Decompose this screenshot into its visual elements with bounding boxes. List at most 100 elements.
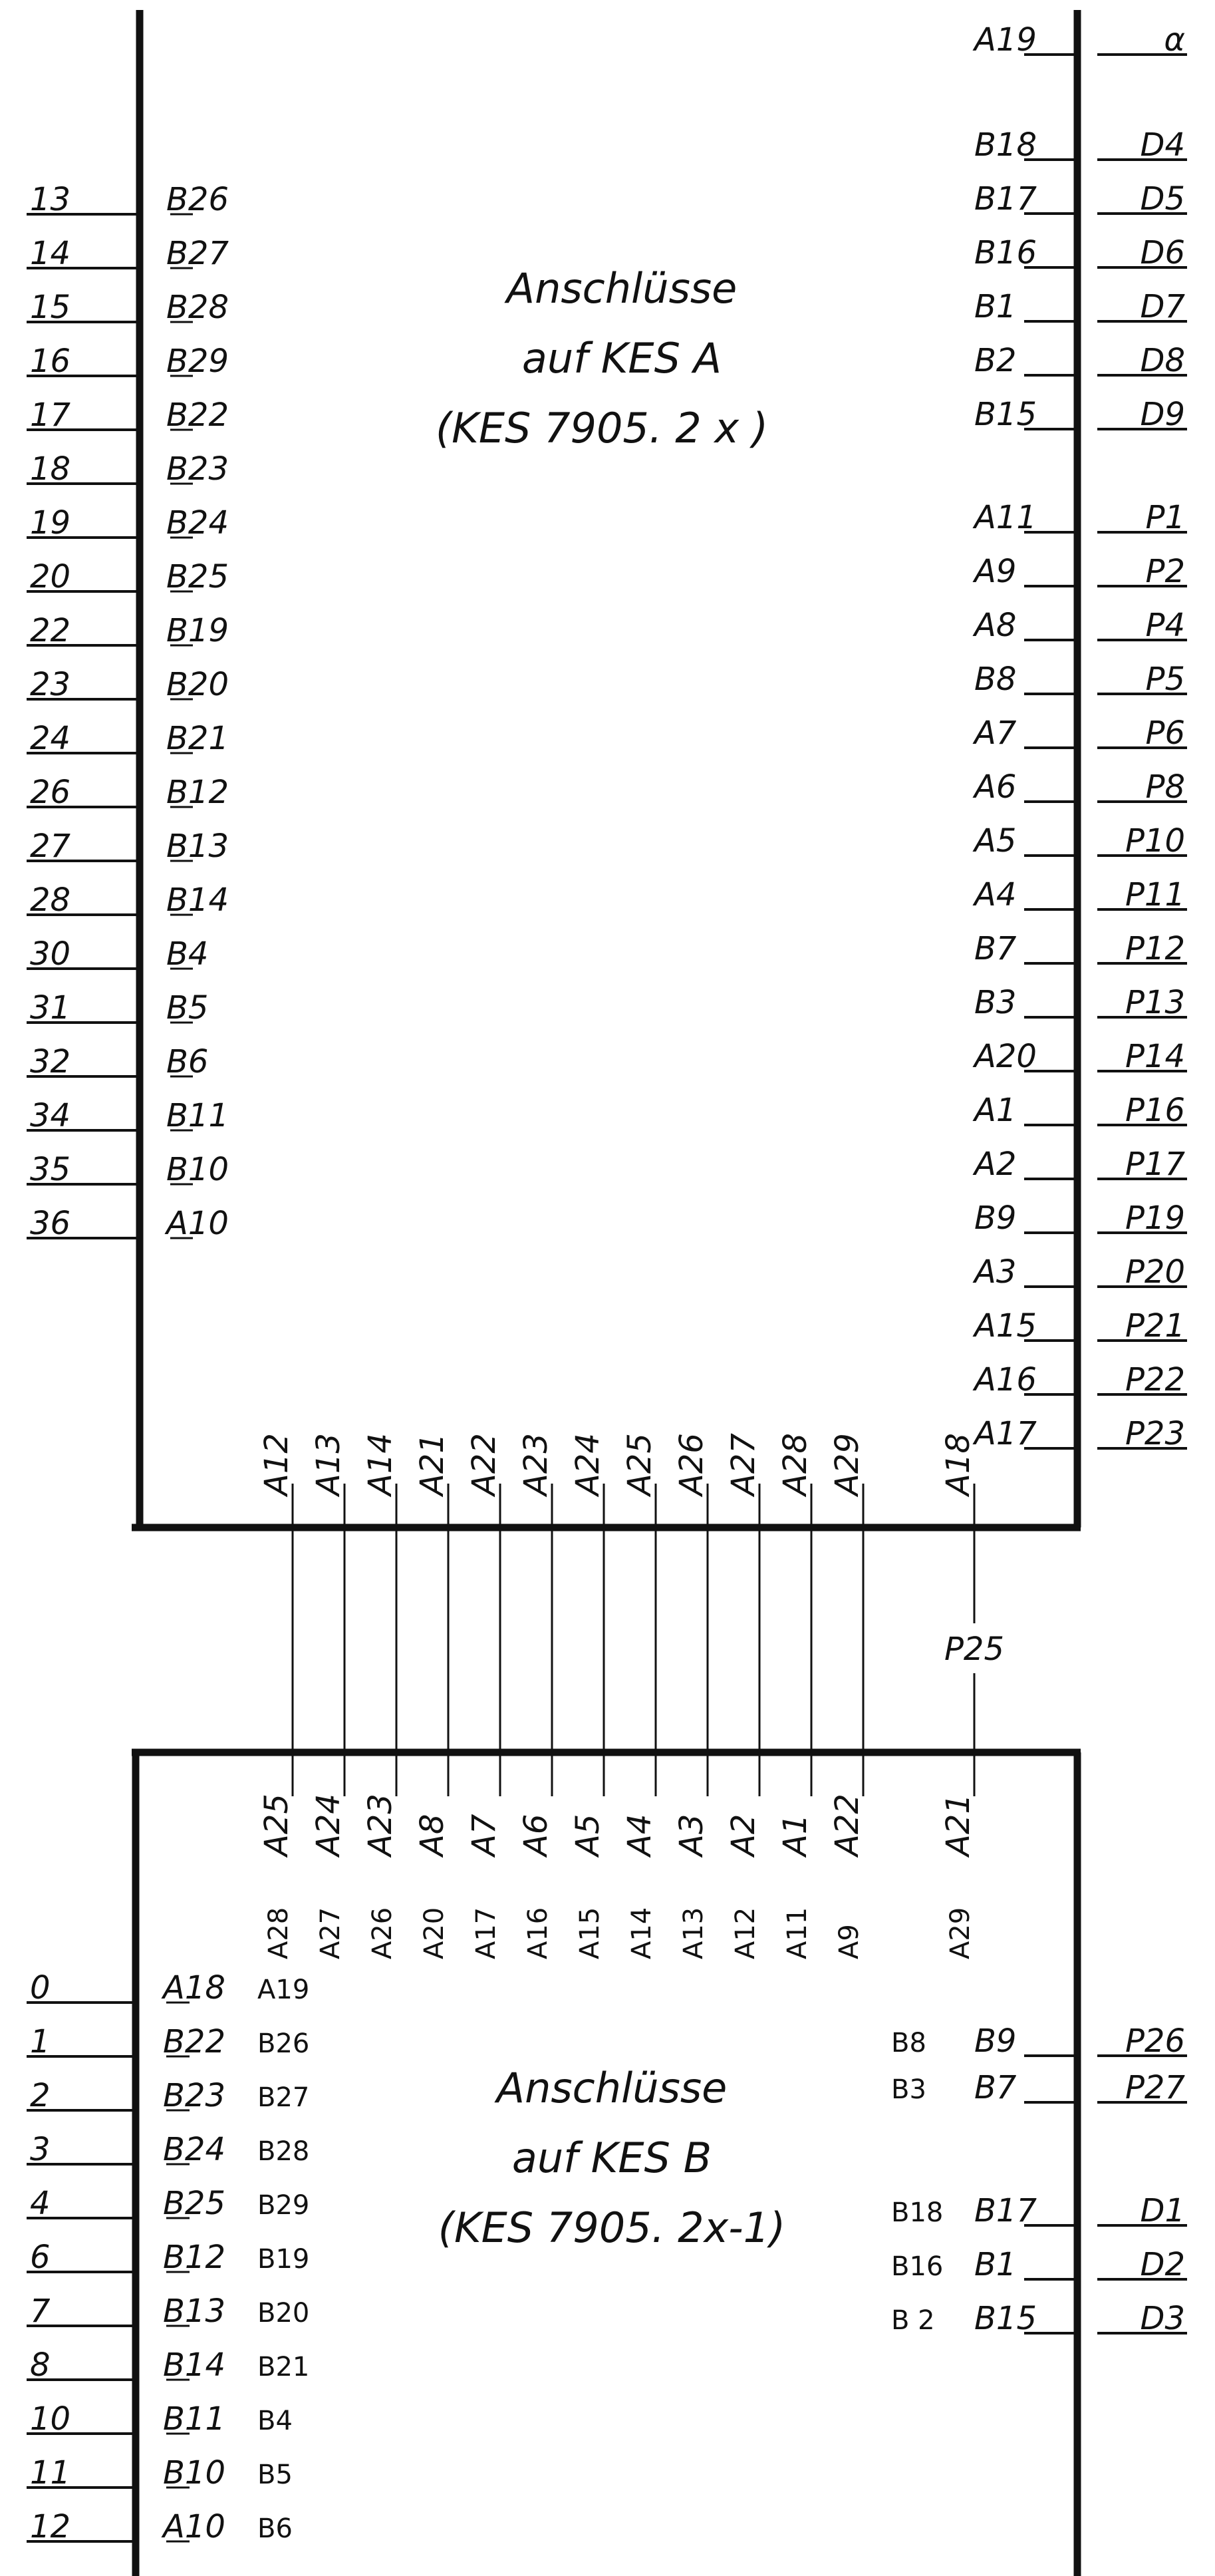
signal-label: P10	[1125, 822, 1185, 860]
left-terminal-number: 35	[30, 1151, 70, 1188]
signal-label: P1	[1146, 499, 1185, 536]
board-b-top-alt-pin-label: A13	[678, 1907, 709, 1959]
signal-label: D7	[1141, 288, 1186, 325]
board-b-top-alt-pin-label: A14	[626, 1907, 657, 1959]
board-b-top-alt-pin-label: A12	[730, 1907, 761, 1959]
board-a-pin-label: A10	[164, 1205, 229, 1242]
signal-label: P21	[1125, 1307, 1185, 1345]
board-b-alt-pin-label: B5	[257, 2460, 293, 2490]
board-b-pin-label: B23	[163, 2077, 225, 2114]
board-a-pin-label: B10	[166, 1151, 229, 1188]
board-a-pin-label: B4	[166, 935, 208, 973]
board-b-top-pin-label: A24	[310, 1794, 347, 1858]
board-b-top-pin-label: A2	[725, 1814, 762, 1858]
board-b-alt-pin-label: B16	[891, 2251, 943, 2282]
board-a-pin-label: B9	[974, 1200, 1016, 1237]
board-a-pin-label: A15	[972, 1307, 1037, 1345]
signal-label: D4	[1141, 126, 1186, 164]
board-b-pin-label: B25	[163, 2185, 225, 2222]
board-b-top-alt-pin-label: A28	[263, 1907, 294, 1959]
board-b-top-alt-pin-label: A15	[575, 1907, 605, 1959]
board-b-alt-pin-label: B18	[891, 2197, 943, 2228]
board-a-pin-label: B23	[166, 450, 229, 488]
board-b-pin-label: B14	[163, 2346, 225, 2384]
board-b-alt-pin-label: B8	[891, 2028, 926, 2058]
signal-label: P23	[1125, 1415, 1185, 1452]
board-a-pin-label: B18	[974, 126, 1037, 164]
signal-label: D9	[1141, 396, 1186, 433]
board-a-bottom-pin-label: A18	[940, 1433, 977, 1498]
left-terminal-number: 31	[30, 989, 70, 1027]
left-terminal-number: 22	[30, 612, 70, 649]
left-terminal-number: 28	[30, 882, 70, 919]
left-terminal-number: 18	[30, 450, 70, 488]
signal-label: P26	[1125, 2022, 1185, 2060]
left-terminal-number: 6	[30, 2239, 51, 2276]
signal-label: P27	[1125, 2069, 1185, 2106]
board-b-top-pin-label: A1	[777, 1814, 814, 1858]
board-a-pin-label: B12	[166, 774, 229, 811]
board-b-top-pin-label: A25	[258, 1794, 295, 1858]
left-terminal-number: 1	[30, 2023, 51, 2060]
signal-label: D8	[1141, 342, 1186, 379]
left-terminal-number: 23	[30, 666, 70, 703]
board-a-pin-label: B26	[166, 181, 229, 218]
board-a-pin-label: A3	[972, 1253, 1016, 1291]
board-a-pin-label: B5	[166, 989, 208, 1027]
board-a-pin-label: B3	[974, 984, 1016, 1021]
board-a-bottom-pin-label: A26	[673, 1433, 710, 1498]
left-terminal-number: 3	[30, 2131, 51, 2168]
board-b-title: Anschlüsse auf KES B (KES 7905. 2x-1)	[438, 2064, 785, 2252]
left-terminal-number: 0	[30, 1969, 51, 2007]
left-terminal-number: 24	[30, 720, 70, 757]
signal-label: P8	[1146, 768, 1185, 806]
board-b-title-line-1: Anschlüsse	[494, 2064, 728, 2112]
left-terminal-number: 34	[30, 1097, 70, 1134]
board-a-pin-label: A4	[972, 876, 1016, 913]
board-b-top-pin-label: A8	[414, 1814, 451, 1858]
board-a-pin-label: B15	[974, 396, 1037, 433]
board-b-top-pin-label: A5	[569, 1814, 607, 1858]
signal-label: P6	[1146, 715, 1185, 752]
board-a-pin-label: A6	[972, 768, 1016, 806]
board-b-alt-pin-label: B 2	[891, 2305, 935, 2336]
board-b-alt-pin-label: B21	[257, 2352, 309, 2382]
signal-label: α	[1164, 21, 1185, 59]
board-a-outline	[132, 10, 1081, 1531]
board-b-title-line-3: (KES 7905. 2x-1)	[438, 2203, 785, 2252]
left-terminal-number: 14	[30, 235, 70, 272]
board-a-pin-label: B19	[166, 612, 229, 649]
board-a-pin-label: B6	[166, 1043, 208, 1080]
board-a-pin-label: B7	[974, 930, 1017, 967]
signal-label: P14	[1125, 1038, 1185, 1075]
signal-label: D5	[1141, 180, 1186, 218]
board-b-alt-pin-label: B29	[257, 2190, 309, 2221]
board-b-alt-pin-label: B28	[257, 2136, 309, 2167]
signal-label: P16	[1125, 1092, 1185, 1129]
board-b-pin-label: B9	[974, 2022, 1016, 2060]
signal-label: P17	[1125, 1146, 1185, 1183]
board-b-top-alt-pin-label: A20	[419, 1907, 450, 1959]
board-a-pin-label: B17	[974, 180, 1037, 218]
inter-board-wires	[291, 1484, 976, 1796]
board-a-pin-label: B22	[166, 397, 229, 434]
board-b-top-alt-pin-label: A16	[523, 1907, 553, 1959]
left-terminal-number: 36	[30, 1205, 70, 1242]
board-b-alt-pin-label: B26	[257, 2028, 309, 2059]
signal-label: P12	[1125, 930, 1185, 967]
board-b-pin-label: B17	[974, 2192, 1037, 2229]
board-b-alt-pin-label: B20	[257, 2298, 309, 2329]
signal-label: D6	[1141, 234, 1186, 271]
board-a-bottom-pin-label: A27	[725, 1433, 762, 1498]
board-b-top-alt-pin-label: A11	[782, 1907, 813, 1959]
left-terminal-number: 19	[30, 504, 70, 542]
signal-label: D3	[1141, 2300, 1186, 2337]
left-terminal-number: 13	[30, 181, 70, 218]
board-a-pin-label: B13	[166, 828, 229, 865]
board-b-title-line-2: auf KES B	[512, 2134, 712, 2182]
board-a-pin-label: B24	[166, 504, 229, 542]
board-b-pin-label: B1	[974, 2246, 1016, 2283]
